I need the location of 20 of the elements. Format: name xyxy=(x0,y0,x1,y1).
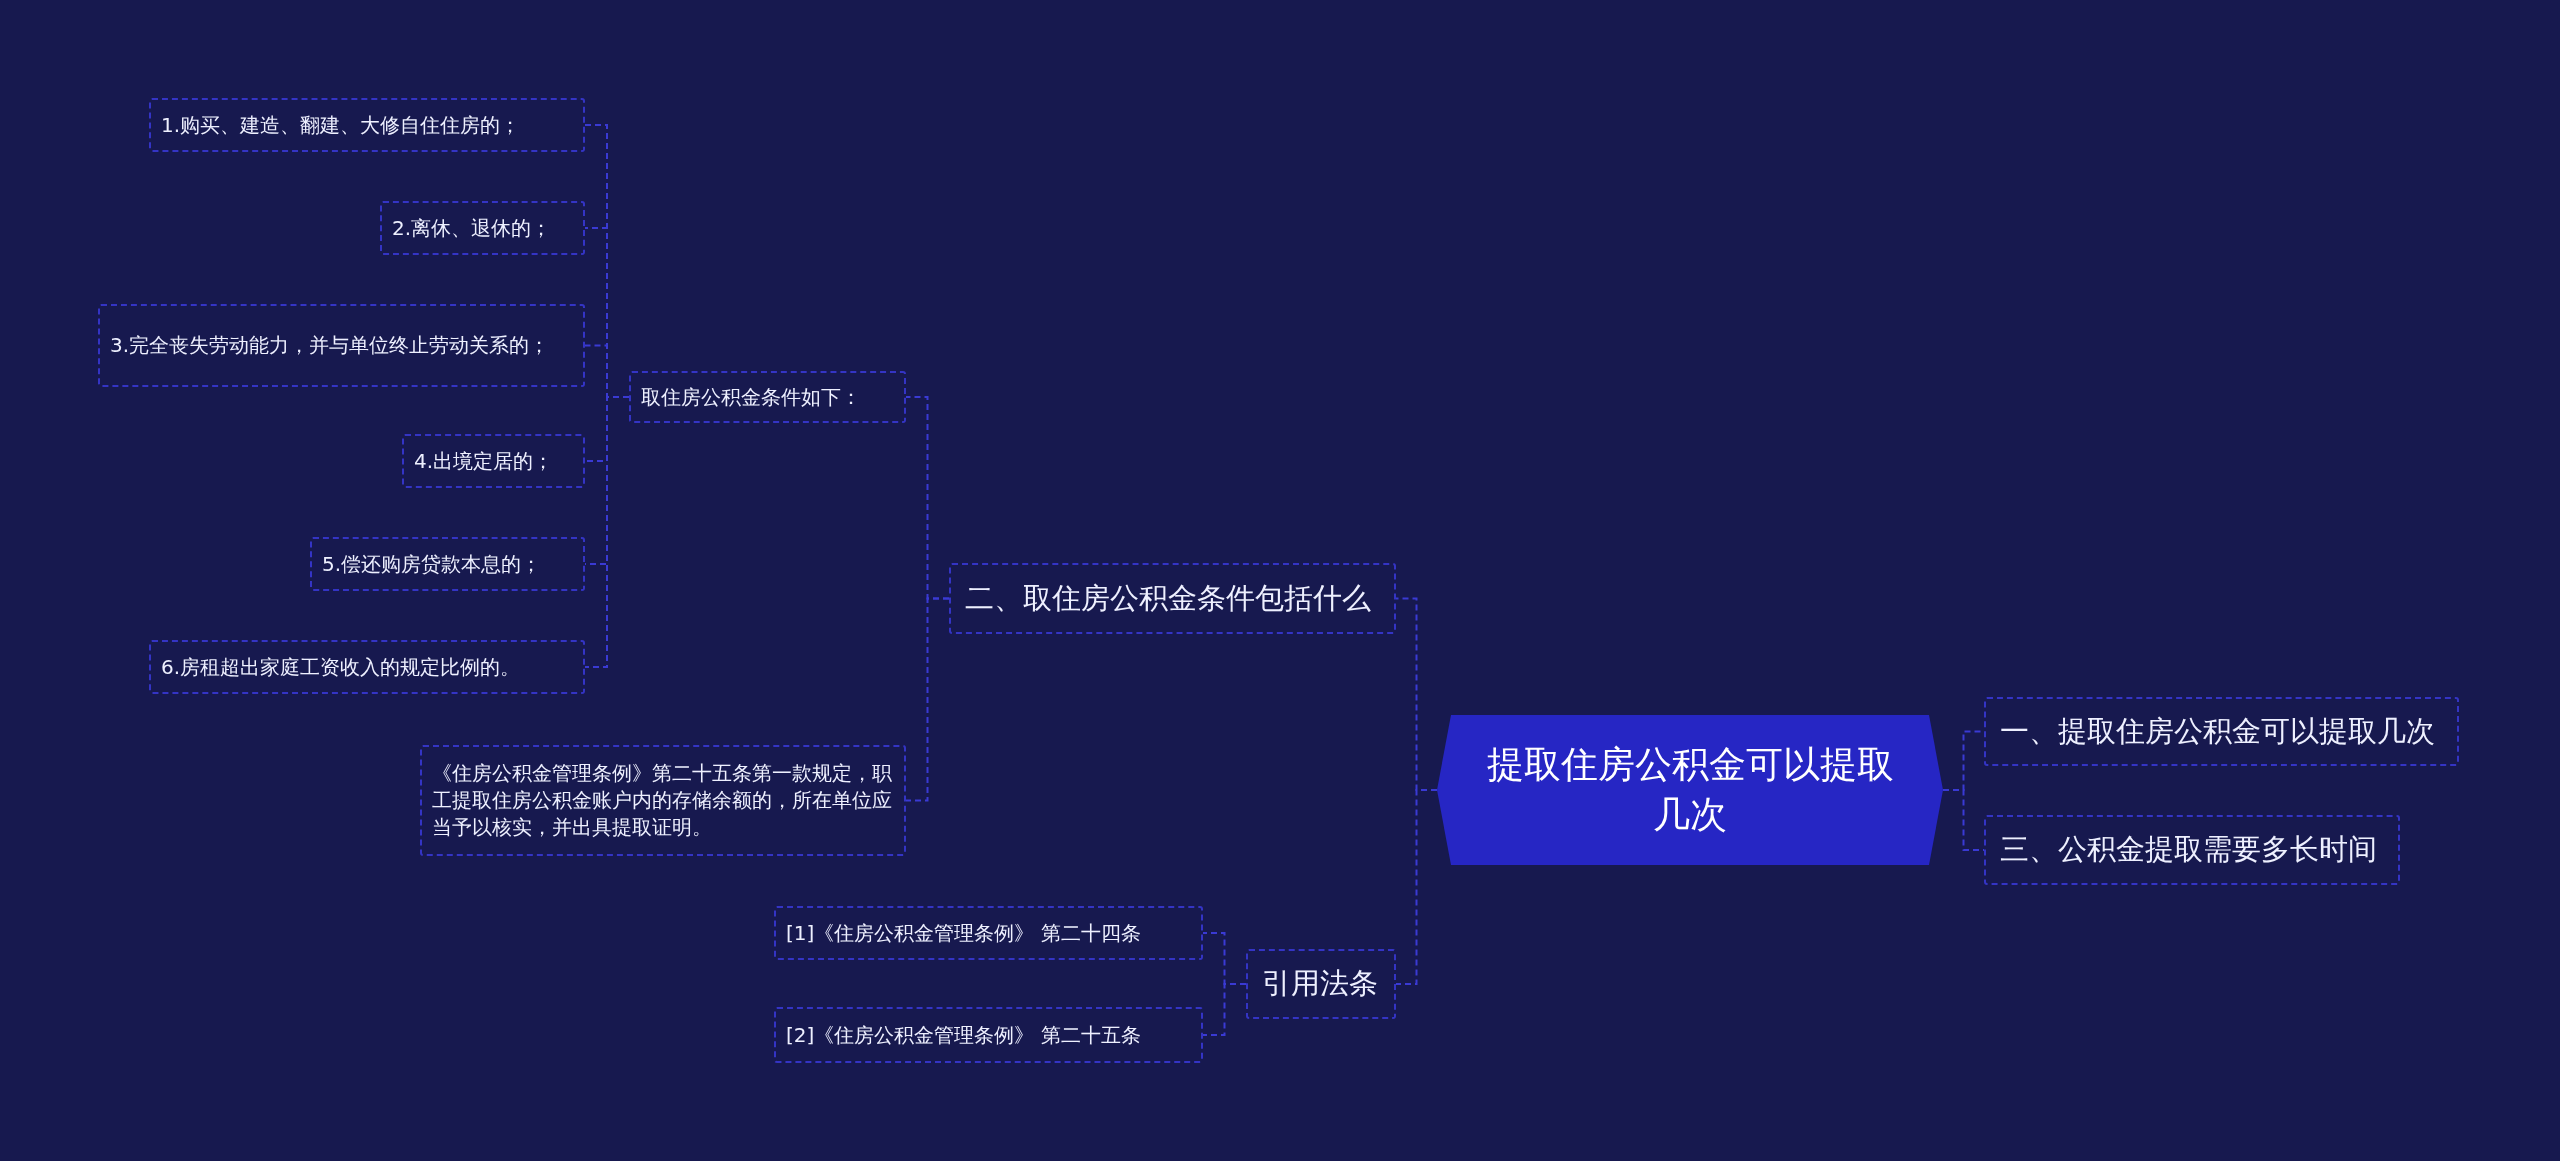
connector-line xyxy=(1395,789,1438,985)
subtopic-box: [2]《住房公积金管理条例》 第二十五条 xyxy=(774,1007,1203,1063)
topic-box: 二、取住房公积金条件包括什么 xyxy=(949,563,1396,634)
subtopic-box: 4.出境定居的； xyxy=(402,434,585,488)
subtopic-box: 取住房公积金条件如下： xyxy=(629,371,906,423)
connector-line xyxy=(584,396,630,668)
subtopic-box: 5.偿还购房贷款本息的； xyxy=(310,537,585,591)
subtopic-box: 《住房公积金管理条例》第二十五条第一款规定，职工提取住房公积金账户内的存储余额的，所在单位应当予以核实，并出具提取证明。 xyxy=(420,745,906,856)
topic-box: 引用法条 xyxy=(1246,949,1396,1019)
subtopic-box: 1.购买、建造、翻建、大修自住住房的； xyxy=(149,98,585,152)
subtopic-box: 3.完全丧失劳动能力，并与单位终止劳动关系的； xyxy=(98,304,585,387)
connector-line xyxy=(1202,983,1247,1036)
topic-box: 一、提取住房公积金可以提取几次 xyxy=(1984,697,2459,766)
central-topic: 提取住房公积金可以提取几次 xyxy=(1437,715,1943,865)
subtopic-box: [1]《住房公积金管理条例》 第二十四条 xyxy=(774,906,1203,960)
connector-line xyxy=(1942,789,1985,851)
topic-box: 三、公积金提取需要多长时间 xyxy=(1984,815,2400,885)
subtopic-box: 6.房租超出家庭工资收入的规定比例的。 xyxy=(149,640,585,694)
subtopic-box: 2.离休、退休的； xyxy=(380,201,585,255)
connector-line xyxy=(905,597,950,802)
